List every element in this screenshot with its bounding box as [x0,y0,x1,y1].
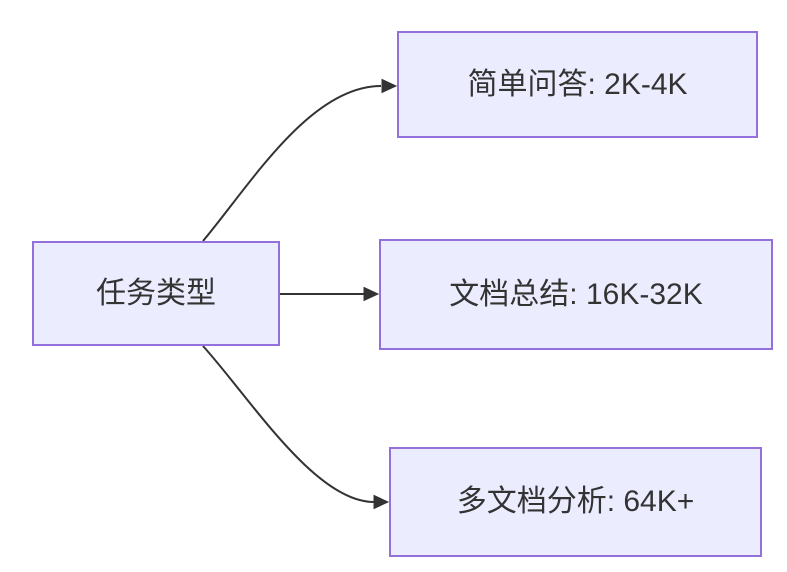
node-doc-summary-label: 文档总结: 16K-32K [449,277,703,311]
node-multidoc-analysis: 多文档分析: 64K+ [389,447,762,557]
node-simple-qa: 简单问答: 2K-4K [397,31,758,138]
edge-root-to-top [202,85,382,242]
arrowhead-top-icon [381,78,398,94]
arrowhead-bottom-icon [373,494,390,510]
node-doc-summary: 文档总结: 16K-32K [379,239,773,350]
edge-root-to-bottom [202,345,375,503]
arrowhead-mid-icon [363,286,380,302]
node-multidoc-analysis-label: 多文档分析: 64K+ [456,485,695,518]
node-simple-qa-label: 简单问答: 2K-4K [467,67,688,101]
node-task-type-label: 任务类型 [96,276,216,310]
node-task-type: 任务类型 [32,241,280,346]
